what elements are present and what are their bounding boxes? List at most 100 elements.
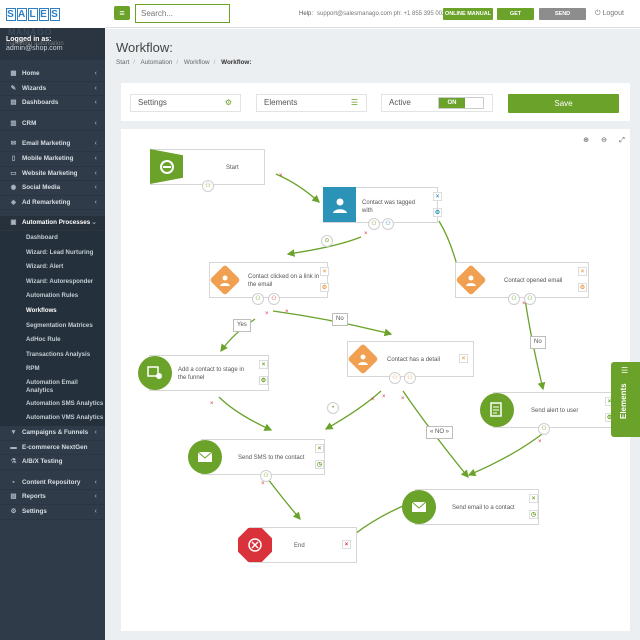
sidebar-subitem-automation-rules[interactable]: Automation Rules [26,292,79,300]
logout-link[interactable]: ⏻ Logout [595,10,624,17]
sidebar-subitem-alert[interactable]: Wizard: Alert [26,263,64,271]
timer-icon[interactable]: ◷ [529,510,538,519]
output-port[interactable]: ⚇ [368,218,380,230]
delete-icon[interactable]: × [529,494,538,503]
sidebar-item-dashboards[interactable]: ▤Dashboards‹ [0,96,105,111]
save-button[interactable]: Save [508,94,619,113]
breadcrumb-workflow[interactable]: Workflow [183,59,210,66]
delete-icon[interactable]: × [315,444,324,453]
delete-icon[interactable]: × [433,192,442,201]
sidebar-item-website-marketing[interactable]: ▭Website Marketing‹ [0,167,105,182]
sidebar-item-content-repository[interactable]: ▪Content Repository‹ [0,476,105,491]
sidebar-subitem-workflows[interactable]: Workflows [26,306,57,314]
chevron-down-icon: ⌄ [91,219,97,227]
folder-icon: ▪ [12,478,15,486]
workflow-node-start[interactable]: Start ⚇ [150,149,265,192]
chart-icon: ▥ [10,119,17,127]
gear-icon[interactable]: ⚙ [433,208,442,217]
sidebar-item-wizards[interactable]: ✎Wizards‹ [0,82,105,97]
chevron-icon: ‹ [94,140,97,148]
sidebar-subitem-sms-analytics[interactable]: Automation SMS Analytics [26,399,104,407]
sidebar-subitem-email-analytics[interactable]: Automation Email Analytics [26,378,78,394]
edge-alert-email [467,430,547,477]
sidebar-item-ad-remarketing[interactable]: ◈Ad Remarketing‹ [0,196,105,211]
online-manual-button[interactable]: ONLINE MANUAL [443,8,493,20]
send-feedback-button[interactable]: SEND FEEDBACK [539,8,586,29]
help-contact: Help:support@salesmanago.com ph: +1 855 … [299,11,449,17]
zoom-in-icon[interactable]: ⊕ [583,137,589,144]
edge-mid-port[interactable]: ⊙ [321,235,333,247]
output-port[interactable]: ⚇ [524,293,536,305]
delete-icon[interactable]: × [578,267,587,276]
workflow-node-opened[interactable]: Contact opened email × ⚙ ⚇ ⚇ [455,262,589,305]
edge-clicked-stage [220,318,256,353]
output-port[interactable]: ⚇ [252,293,264,305]
output-port[interactable]: ⚇ [404,372,416,384]
sidebar-subitem-adhoc[interactable]: AdHoc Rule [26,336,61,344]
output-port[interactable]: ⚇ [202,180,214,192]
menu-toggle-button[interactable]: ≡ [114,6,130,20]
output-port[interactable]: ⚇ [538,423,550,435]
toggle-on-label: ON [439,98,465,108]
sidebar-item-campaigns[interactable]: ▼Campaigns & Funnels‹ [0,426,105,441]
sidebar-item-abx-testing[interactable]: ⚗A/B/X Testing [0,455,105,470]
delete-icon[interactable]: × [259,360,268,369]
sidebar-item-home[interactable]: ▦Home‹ [0,67,105,82]
sidebar-subitem-transactions[interactable]: Transactions Analysis [26,350,91,358]
breadcrumb-start[interactable]: Start [116,59,130,66]
workflow-node-clicked[interactable]: Contact clicked on a link in the email ×… [209,262,329,305]
sidebar-subitem-vms-analytics[interactable]: Automation VMS Analytics [26,414,104,422]
automation-icon: ▣ [10,219,17,227]
sidebar-item-reports[interactable]: ▧Reports‹ [0,490,105,506]
timer-icon[interactable]: ◷ [315,460,324,469]
workflow-toolbar: Settings⚙ Elements☰ Active ON Save [121,83,630,121]
home-icon: ▦ [10,70,17,77]
elements-dropdown[interactable]: Elements☰ [256,94,367,112]
delete-icon[interactable]: × [320,267,329,276]
sidebar-item-automation-processes[interactable]: ▣Automation Processes⌄ [0,216,105,231]
sidebar-item-settings[interactable]: ⚙Settings‹ [0,505,105,520]
search-input[interactable] [135,4,230,23]
elements-side-tab[interactable]: ☰ Elements [611,362,640,437]
workflow-node-stage[interactable]: Add a contact to stage in the funnel × ⚙ [138,355,269,391]
active-toggle[interactable]: ON [438,97,484,109]
email-send-icon [402,490,436,524]
delete-icon[interactable]: × [342,540,351,549]
gear-icon[interactable]: ⚙ [578,283,587,292]
delete-icon[interactable]: × [459,354,468,363]
sidebar-subitem-dashboard[interactable]: Dashboard [26,233,58,241]
zoom-out-icon[interactable]: ⊖ [601,137,607,144]
output-port[interactable]: ⚇ [508,293,520,305]
sidebar-item-crm[interactable]: ▥CRM‹ [0,117,105,132]
workflow-node-tagged[interactable]: Contact was tagged with × ⚙ ⚇ ⚇ [323,187,442,230]
get-started-button[interactable]: GET STARTED [497,8,534,29]
sidebar-item-email-marketing[interactable]: ✉Email Marketing‹ [0,137,105,152]
chevron-icon: ‹ [94,493,97,501]
sidebar-subitem-segmentation[interactable]: Segmentation Matrices [26,321,93,329]
sidebar-item-mobile-marketing[interactable]: ▯Mobile Marketing‹ [0,152,105,167]
output-port[interactable]: ⚇ [382,218,394,230]
gear-icon[interactable]: ⚙ [320,283,329,292]
workflow-node-end[interactable]: End × [238,527,357,563]
workflow-canvas[interactable]: ⊕ ⊖ ⤢ [121,129,630,631]
output-port[interactable]: ⚇ [268,293,280,305]
breadcrumb-automation[interactable]: Automation [140,59,173,66]
fullscreen-icon[interactable]: ⤢ [619,137,625,144]
settings-dropdown[interactable]: Settings⚙ [130,94,241,112]
workflow-node-sms[interactable]: Send SMS to the contact × ◷ ⚇ [188,439,325,482]
sidebar-item-social-media[interactable]: ◉Social Media‹ [0,181,105,196]
gear-icon[interactable]: ⚙ [259,376,268,385]
reports-icon: ▧ [10,493,17,501]
output-port[interactable]: ⚇ [260,470,272,482]
workflow-node-alert[interactable]: Send alert to user × ⚙ ⚇ [480,392,615,435]
node-label: Add a contact to stage in the funnel [178,367,245,381]
sidebar-subitem-rpm[interactable]: RPM [26,365,40,373]
sidebar-subitem-autoresponder[interactable]: Wizard: Autoresponder [26,277,94,285]
sidebar-item-ecommerce[interactable]: ▬E-commerce NextGen [0,441,105,456]
sidebar-subitem-lead-nurturing[interactable]: Wizard: Lead Nurturing [26,248,94,256]
edge-mid-port[interactable]: • [327,402,339,414]
output-port[interactable]: ⚇ [389,372,401,384]
workflow-node-detail[interactable]: Contact has a detail × ⚇ ⚇ [347,341,474,384]
workflow-node-email[interactable]: Send email to a contact × ◷ [402,489,539,525]
